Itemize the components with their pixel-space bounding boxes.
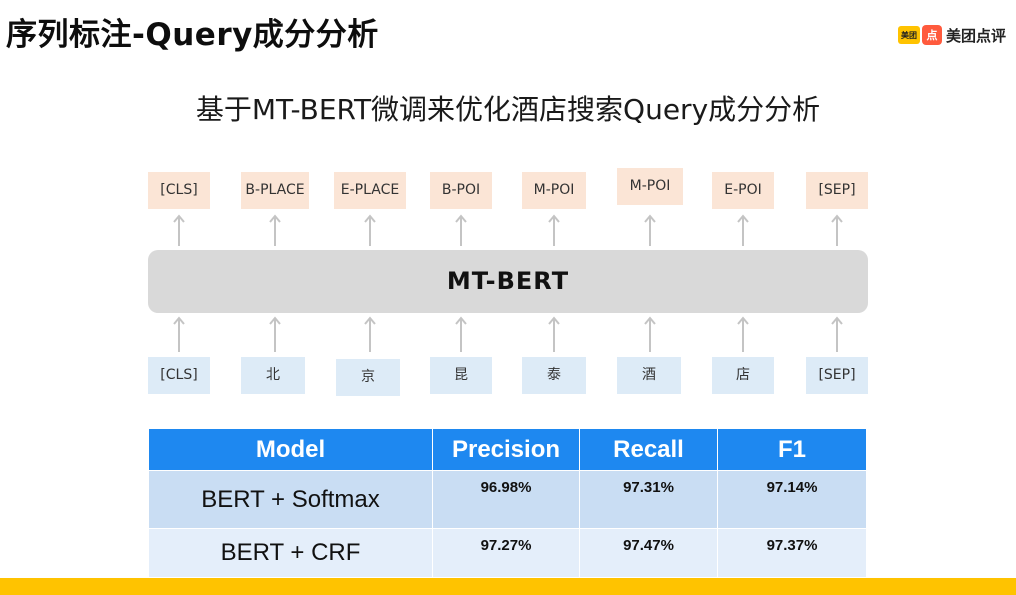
up-arrow-icon: [268, 315, 282, 353]
up-arrow-icon: [643, 315, 657, 353]
output-token-b-poi: B-POI: [430, 172, 492, 209]
up-arrow-icon: [547, 213, 561, 247]
cell-precision: 97.27%: [432, 528, 580, 578]
table-header-row: Model Precision Recall F1: [148, 428, 867, 471]
up-arrow-icon: [830, 213, 844, 247]
input-token-kun: 昆: [430, 357, 492, 394]
meituan-logo-icon: 美团: [897, 26, 920, 44]
input-token-jiu: 酒: [617, 357, 681, 394]
up-arrow-icon: [363, 213, 377, 247]
input-token-sep: [SEP]: [806, 357, 868, 394]
cell-f1: 97.37%: [717, 528, 867, 578]
input-token-tai: 泰: [522, 357, 586, 394]
footer-accent-bar: [0, 578, 1016, 595]
up-arrow-icon: [172, 213, 186, 247]
up-arrow-icon: [454, 315, 468, 353]
cell-model: BERT + CRF: [148, 528, 433, 578]
up-arrow-icon: [268, 213, 282, 247]
input-token-jing: 京: [336, 359, 400, 396]
up-arrow-icon: [454, 213, 468, 247]
input-token-cls: [CLS]: [148, 357, 210, 394]
page-title: 序列标注-Query成分分析: [6, 17, 379, 53]
cell-precision: 96.98%: [432, 470, 580, 529]
meituan-dianping-logo: 美团 点 美团点评: [897, 24, 1006, 46]
up-arrow-icon: [363, 315, 377, 353]
up-arrow-icon: [547, 315, 561, 353]
output-token-e-place: E-PLACE: [334, 172, 406, 209]
output-token-m-poi-2: M-POI: [617, 168, 683, 205]
dianping-logo-icon: 点: [921, 25, 942, 45]
table-row: BERT + Softmax 96.98% 97.31% 97.14%: [148, 470, 867, 529]
up-arrow-icon: [736, 213, 750, 247]
input-token-bei: 北: [241, 357, 305, 394]
mt-bert-block: MT-BERT: [148, 250, 868, 313]
output-token-b-place: B-PLACE: [241, 172, 309, 209]
up-arrow-icon: [172, 315, 186, 353]
table-row: BERT + CRF 97.27% 97.47% 97.37%: [148, 528, 867, 578]
cell-f1: 97.14%: [717, 470, 867, 529]
output-token-e-poi: E-POI: [712, 172, 774, 209]
header-model: Model: [148, 428, 433, 471]
up-arrow-icon: [830, 315, 844, 353]
cell-model: BERT + Softmax: [148, 470, 433, 529]
input-token-dian: 店: [712, 357, 774, 394]
output-token-m-poi-1: M-POI: [522, 172, 586, 209]
up-arrow-icon: [736, 315, 750, 353]
output-token-cls: [CLS]: [148, 172, 210, 209]
header-precision: Precision: [432, 428, 580, 471]
cell-recall: 97.47%: [579, 528, 718, 578]
results-table: Model Precision Recall F1 BERT + Softmax…: [148, 428, 867, 578]
logo-text: 美团点评: [945, 26, 1006, 45]
header-recall: Recall: [579, 428, 718, 471]
header-f1: F1: [717, 428, 867, 471]
up-arrow-icon: [643, 213, 657, 247]
cell-recall: 97.31%: [579, 470, 718, 529]
slide-subtitle: 基于MT-BERT微调来优化酒店搜索Query成分分析: [195, 93, 821, 126]
output-token-sep: [SEP]: [806, 172, 868, 209]
